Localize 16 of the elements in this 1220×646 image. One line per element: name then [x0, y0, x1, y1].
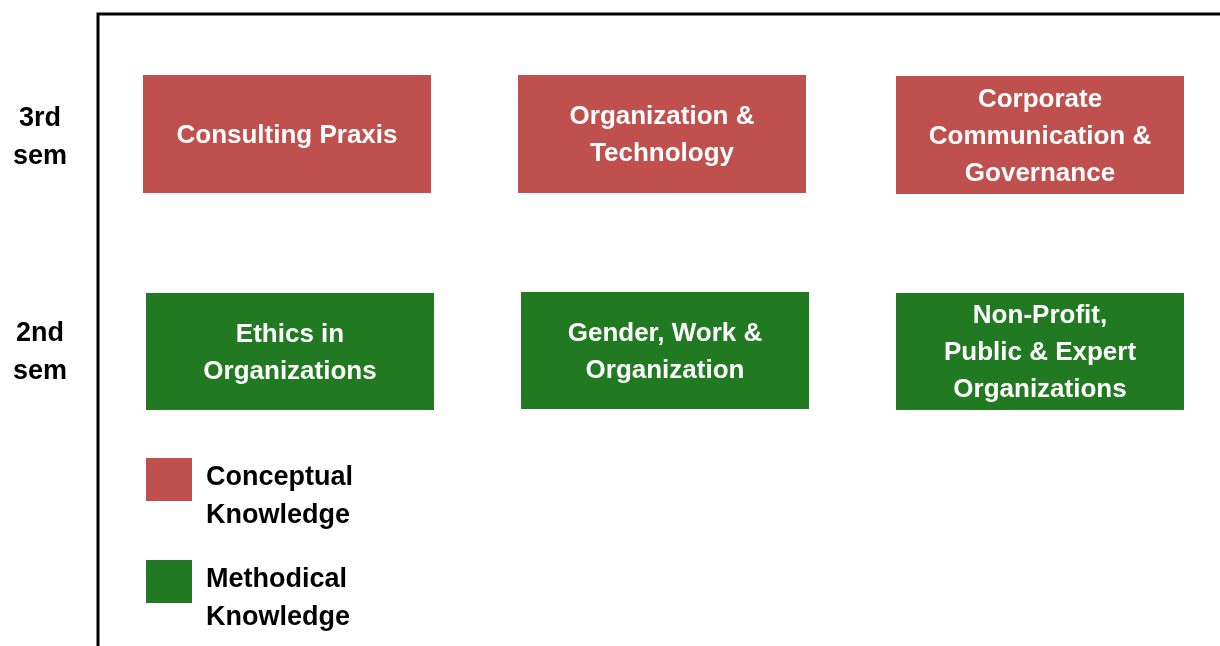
course-title: Corporate Communication & Governance	[927, 81, 1153, 189]
course-title: Organization & Technology	[568, 99, 756, 169]
course-title: Ethics in Organizations	[202, 316, 378, 387]
course-box	[143, 75, 431, 193]
course-title: Gender, Work & Organization	[566, 315, 764, 386]
course-title: Consulting Praxis	[176, 117, 398, 151]
course-title: Non-Profit, Public & Expert Organizations	[942, 298, 1138, 405]
course-box	[521, 292, 809, 409]
legend-label: Methodical Knowledge	[206, 562, 351, 633]
course-box	[896, 293, 1184, 410]
course-box	[518, 75, 806, 193]
semester-label: 2nd sem	[11, 316, 68, 387]
legend-label: Conceptual Knowledge	[206, 460, 354, 531]
semester-label: 3rd sem	[11, 101, 68, 172]
course-box	[896, 76, 1184, 194]
course-box	[146, 293, 434, 410]
